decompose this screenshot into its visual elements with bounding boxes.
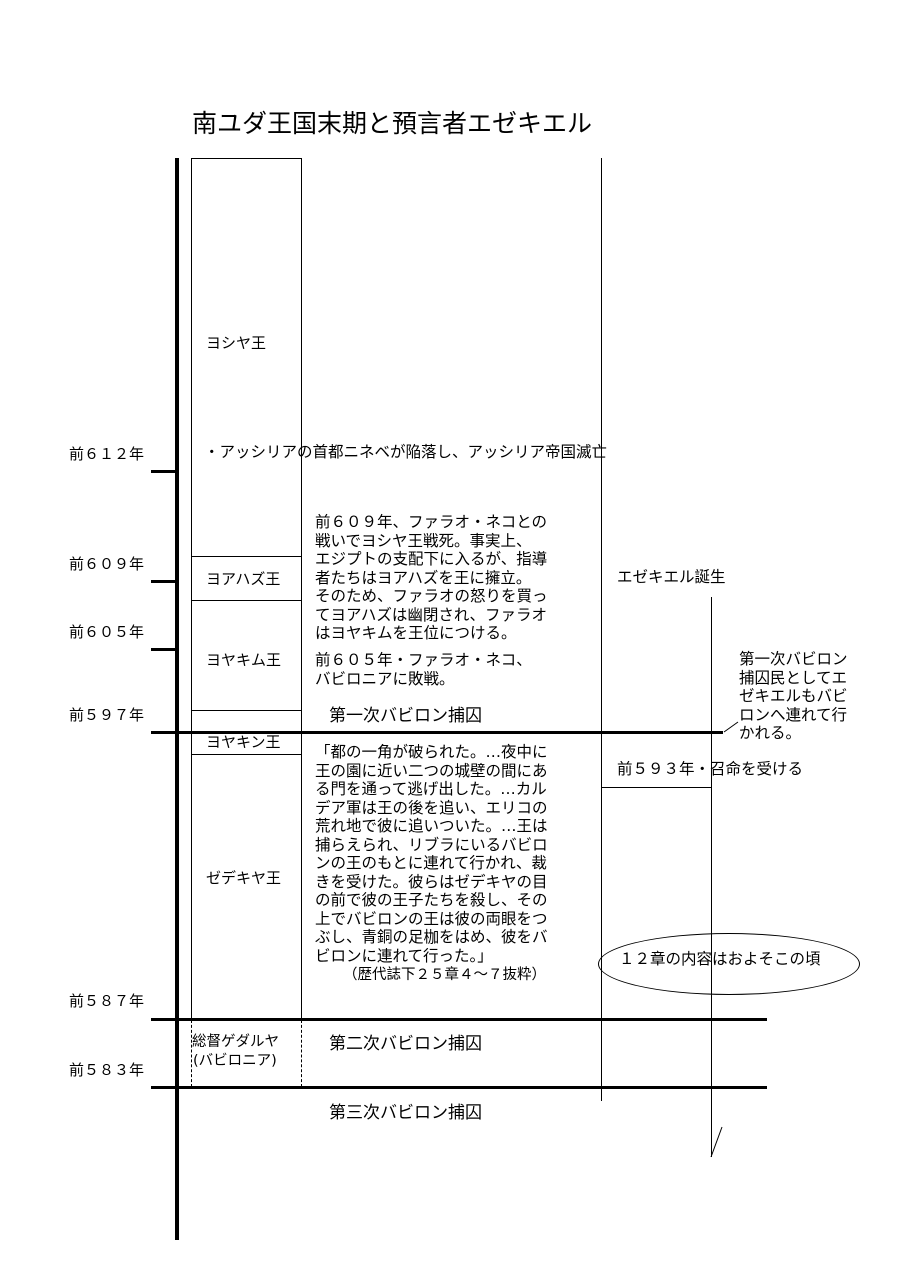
ezekiel-calling: 前５９３年・召命を受ける (617, 760, 804, 778)
event-line: 戦いでヨシヤ王戦死。事実上、 (315, 531, 532, 550)
ezekiel-exile-note: 第一次バビロン 捕囚民としてエ ゼキエルもバビ ロンへ連れて行 かれる。 (739, 650, 848, 743)
event-line: エジプトの支配下に入るが、指導 (315, 550, 548, 568)
event-line: 前６０９年、ファラオ・ネコとの (315, 513, 548, 531)
quote-line: る門を通って逃げ出した。…カル (315, 780, 547, 798)
exile-arrow-icon (723, 721, 739, 733)
quote-line: デア軍は王の後を追い、エリコの (315, 798, 548, 817)
quote-line: きを受けた。彼らはゼデキヤの目 (315, 872, 548, 891)
quote-line: ビロンに連れて行った。」 (315, 946, 493, 965)
event-line: 者たちはヨアハズを王に擁立。 (315, 568, 532, 587)
year-tick (151, 580, 177, 583)
quote-line: 上でバビロンの王は彼の両眼をつ (315, 909, 548, 928)
exile-line: ゼキエルもバビ (739, 687, 848, 705)
ezekiel-column-line (601, 158, 602, 1101)
year-tick (151, 470, 177, 473)
event-line: 前６０５年・ファラオ・ネコ、 (315, 651, 532, 669)
quote-line: 捕らえられ、リブラにいるバビロ (315, 835, 548, 854)
year-tick (151, 648, 177, 651)
josiah-death-event: 前６０９年、ファラオ・ネコとの 戦いでヨシヤ王戦死。事実上、 エジプトの支配下に… (315, 513, 548, 643)
year-label: 前６０９年 (69, 555, 145, 573)
page-title: 南ユダ王国末期と預言者エゼキエル (192, 109, 593, 138)
quote-line: 王の園に近い二つの城壁の間にあ (315, 761, 548, 780)
ezekiel-calling-line (601, 787, 712, 788)
quote-line: の前で彼の王子たちを殺し、その (315, 891, 548, 909)
ezekiel-life-line (711, 597, 712, 1157)
ezekiel-birth: エゼキエル誕生 (617, 568, 726, 586)
first-captivity-label: 第一次バビロン捕囚 (329, 706, 482, 726)
ezekiel-arrow-icon (710, 1126, 723, 1158)
year-label: 前５９７年 (69, 706, 145, 724)
nineveh-event: ・アッシリアの首都ニネベが陥落し、アッシリア帝国滅亡 (204, 443, 608, 461)
event-line: はヨヤキムを王位につける。 (315, 624, 517, 642)
year-label: 前５８３年 (69, 1061, 145, 1079)
year-label: 前６１２年 (69, 445, 145, 463)
year-label: 前５８７年 (69, 992, 145, 1010)
egypt-defeat-event: 前６０５年・ファラオ・ネコ、 バビロニアに敗戦。 (315, 651, 532, 688)
quote-source: （歴代誌下２５章４～７抜粋） (343, 967, 546, 983)
first-captivity-line (151, 731, 723, 734)
event-line: バビロニアに敗戦。 (315, 669, 455, 688)
event-line: てヨアハズは幽閉され、ファラオ (315, 605, 548, 624)
event-line: そのため、ファラオの怒りを買っ (315, 587, 548, 605)
timeline-axis (175, 158, 179, 1240)
exile-line: ロンへ連れて行 (739, 705, 848, 724)
king-label-jehoahaz: ヨアハズ王 (206, 570, 281, 588)
chapter12-oval (598, 933, 860, 995)
exile-line: かれる。 (739, 724, 802, 742)
third-captivity-line (151, 1086, 767, 1089)
third-captivity-label: 第三次バビロン捕囚 (329, 1103, 482, 1123)
quote-line: 「都の一角が破られた。…夜中に (315, 743, 548, 761)
second-captivity-line (151, 1018, 767, 1021)
king-label-jehoiakim: ヨヤキム王 (206, 651, 282, 669)
king-label-jehoiachin: ヨヤキン王 (206, 733, 281, 751)
zedekiah-quote: 「都の一角が破られた。…夜中に 王の園に近い二つの城壁の間にあ る門を通って逃げ… (315, 743, 548, 965)
exile-line: 第一次バビロン (739, 650, 848, 668)
governor-label: 総督ゲダルヤ (192, 1034, 279, 1050)
king-box-josiah (191, 158, 302, 557)
quote-line: ンの王のもとに連れて行かれ、裁 (315, 854, 547, 872)
year-label: 前６０５年 (69, 623, 145, 641)
quote-line: ぶし、青銅の足枷をはめ、彼をバ (315, 928, 548, 946)
chapter12-label: １２章の内容はおよそこの頃 (619, 950, 821, 968)
governor-box (191, 1020, 302, 1087)
king-label-zedekiah: ゼデキヤ王 (206, 869, 282, 887)
exile-line: 捕囚民としてエ (739, 668, 848, 687)
second-captivity-label: 第二次バビロン捕囚 (329, 1034, 482, 1054)
quote-line: 荒れ地で彼に追いついた。…王は (315, 817, 548, 835)
governor-sublabel: (バビロニア) (193, 1053, 277, 1069)
king-label-josiah: ヨシヤ王 (206, 334, 267, 352)
